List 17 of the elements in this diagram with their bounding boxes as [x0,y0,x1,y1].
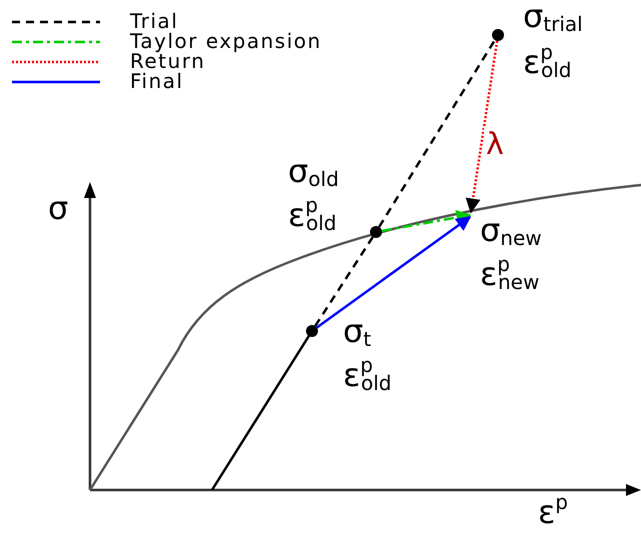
line [378,39,496,228]
legend-label: Taylor expansion [130,30,322,52]
axis-label: σ [48,190,68,226]
math-symbol: σ$_{t}$ [343,313,372,353]
arrow [466,40,498,214]
legend-label: Final [130,70,184,92]
point-marker [306,325,318,337]
point-marker [370,226,382,238]
axis-label: ε$^{p}$ [538,494,568,533]
line [314,236,374,327]
arrow [382,210,472,232]
legend-label: Trial [130,10,178,32]
math-symbol: σ$_{new}$ [480,212,542,252]
arrow [316,216,472,328]
point-marker [492,29,504,41]
math-symbol: σ$_{trial}$ [523,0,583,38]
math-symbol: σ$_{old}$ [288,153,339,193]
